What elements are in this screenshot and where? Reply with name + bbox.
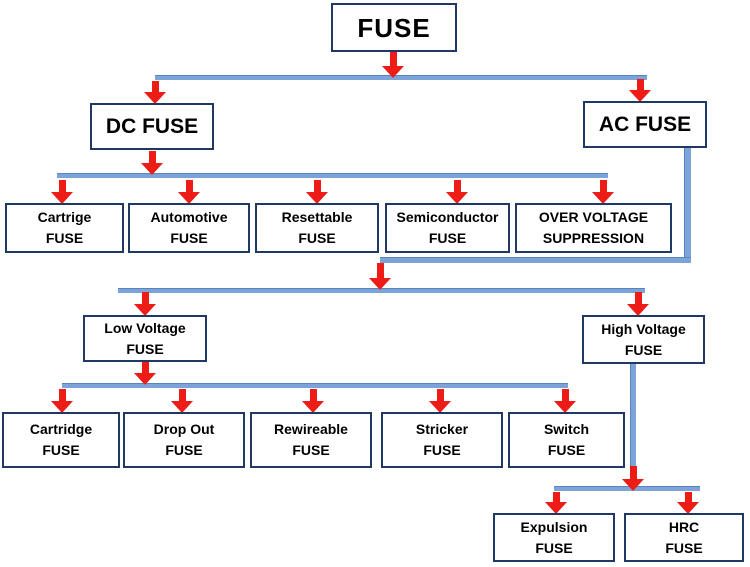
node-label: Cartrige bbox=[37, 209, 92, 225]
arrow-to-drop-out-fuse bbox=[171, 389, 193, 413]
connector-high-voltage-vertical bbox=[630, 362, 636, 468]
arrow-to-switch-fuse bbox=[554, 389, 576, 413]
node-label: HRC bbox=[668, 518, 700, 535]
node-label: High Voltage bbox=[601, 320, 686, 337]
node-label: FUSE bbox=[535, 539, 573, 556]
node-label: Cartridge bbox=[29, 421, 93, 437]
arrow-fuse-down bbox=[382, 52, 404, 78]
arrow-to-cartridge-fuse bbox=[51, 389, 73, 413]
node-high-voltage-fuse: High Voltage FUSE bbox=[582, 315, 705, 364]
node-label: OVER VOLTAGE bbox=[538, 209, 649, 225]
node-label: DC FUSE bbox=[105, 115, 199, 138]
node-semiconductor-fuse: Semiconductor FUSE bbox=[385, 203, 510, 253]
arrow-to-over-voltage bbox=[592, 180, 614, 204]
node-ac-fuse: AC FUSE bbox=[583, 101, 707, 148]
node-expulsion-fuse: Expulsion FUSE bbox=[493, 513, 615, 562]
node-stricker-fuse: Stricker FUSE bbox=[381, 412, 503, 468]
arrow-to-automotive-fuse bbox=[178, 180, 200, 204]
arrow-to-rewireable-fuse bbox=[302, 389, 324, 413]
node-label: FUSE bbox=[165, 442, 203, 458]
node-label: AC FUSE bbox=[598, 113, 692, 136]
connector-dc-children bbox=[57, 173, 608, 178]
node-label: FUSE bbox=[292, 442, 330, 458]
node-over-voltage-suppression: OVER VOLTAGE SUPPRESSION bbox=[515, 203, 672, 253]
node-label: Drop Out bbox=[153, 421, 215, 437]
node-low-voltage-fuse: Low Voltage FUSE bbox=[83, 315, 207, 362]
node-label: FUSE bbox=[357, 12, 431, 43]
arrow-to-hrc-fuse bbox=[677, 492, 699, 514]
node-label: FUSE bbox=[428, 230, 467, 246]
node-label: Automotive bbox=[150, 209, 228, 225]
arrow-to-stricker-fuse bbox=[429, 389, 451, 413]
arrow-dc-fuse-down bbox=[141, 151, 163, 175]
node-label: Low Voltage bbox=[104, 319, 186, 336]
node-dc-fuse: DC FUSE bbox=[90, 103, 214, 150]
node-cartridge-fuse: Cartridge FUSE bbox=[2, 412, 120, 468]
node-drop-out-fuse: Drop Out FUSE bbox=[123, 412, 245, 468]
node-cartrige-fuse: Cartrige FUSE bbox=[5, 203, 124, 253]
node-label: FUSE bbox=[665, 539, 703, 556]
arrow-to-high-voltage-fuse bbox=[627, 292, 649, 316]
node-label: FUSE bbox=[42, 442, 80, 458]
node-label: FUSE bbox=[45, 230, 84, 246]
arrow-to-dc-fuse bbox=[144, 81, 166, 104]
node-label: Switch bbox=[543, 421, 590, 437]
connector-low-voltage-children bbox=[62, 383, 568, 388]
node-label: Stricker bbox=[415, 421, 469, 437]
node-label: FUSE bbox=[298, 230, 336, 246]
arrow-low-voltage-down bbox=[134, 361, 156, 385]
node-rewireable-fuse: Rewireable FUSE bbox=[250, 412, 372, 468]
node-resettable-fuse: Resettable FUSE bbox=[255, 203, 379, 253]
connector-ac-horizontal bbox=[380, 257, 691, 263]
arrow-to-expulsion-fuse bbox=[545, 492, 567, 514]
node-switch-fuse: Switch FUSE bbox=[508, 412, 625, 468]
node-fuse: FUSE bbox=[331, 3, 457, 52]
connector-ac-vertical bbox=[684, 146, 691, 263]
node-label: Rewireable bbox=[274, 421, 348, 437]
node-label: Semiconductor bbox=[396, 209, 499, 225]
node-label: Expulsion bbox=[520, 518, 588, 535]
arrow-to-low-voltage-fuse bbox=[134, 292, 156, 316]
arrow-to-semiconductor-fuse bbox=[446, 180, 468, 204]
arrow-to-resettable-fuse bbox=[306, 180, 328, 204]
node-label: Resettable bbox=[281, 209, 353, 225]
node-hrc-fuse: HRC FUSE bbox=[624, 513, 744, 562]
node-label: FUSE bbox=[423, 442, 461, 458]
node-label: SUPPRESSION bbox=[542, 230, 645, 246]
arrow-to-cartrige-fuse bbox=[51, 180, 73, 204]
arrow-ac-branch-down bbox=[369, 263, 391, 290]
node-label: FUSE bbox=[547, 442, 586, 458]
arrow-high-voltage-down bbox=[622, 466, 644, 491]
node-label: FUSE bbox=[126, 340, 164, 357]
node-automotive-fuse: Automotive FUSE bbox=[128, 203, 250, 253]
arrow-to-ac-fuse bbox=[629, 79, 651, 102]
node-label: FUSE bbox=[624, 341, 663, 358]
node-label: FUSE bbox=[170, 230, 208, 246]
